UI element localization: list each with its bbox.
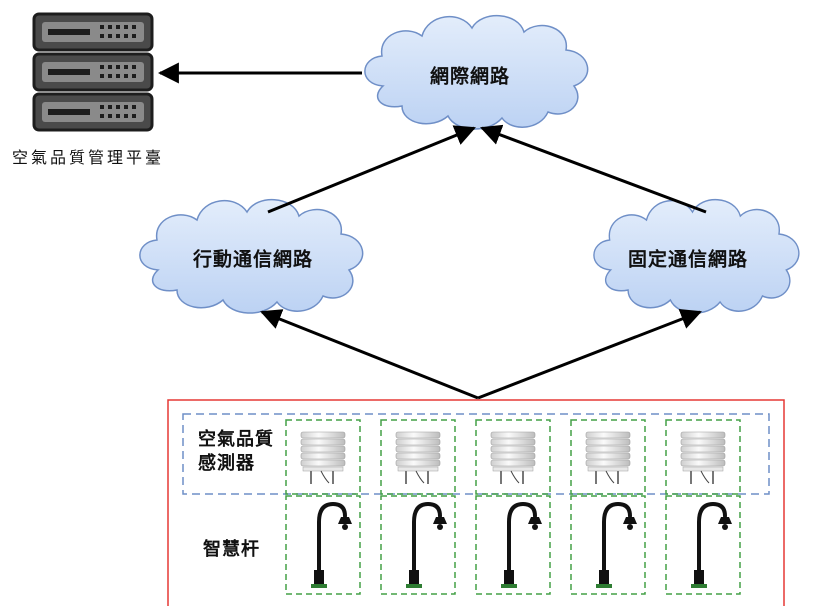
arrow-fixed-to-internet [480,124,707,214]
sensor-pole-unit [570,419,646,595]
air-quality-sensor-icon [585,431,631,484]
arrow-mobile-to-internet [267,125,476,214]
sensor-pole-unit [475,419,551,595]
sensor-label-line2: 感測器 [198,453,255,474]
sensor-label-line1: 空氣品質 [198,429,274,450]
sensor-pole-unit [665,419,741,595]
sensor-label: 空氣品質 感測器 [198,428,274,476]
sensor-pole-unit [285,419,361,595]
air-quality-sensor-icon [680,431,726,484]
internet-cloud-label: 網際網路 [429,65,511,88]
arrow-field-to-fixed [477,309,702,400]
sensor-pole-unit [380,419,456,595]
air-quality-sensor-icon [490,431,536,484]
smart-pole-icon [311,501,352,588]
smart-pole-icon [406,501,447,588]
internet-cloud [364,14,589,130]
mobile-network-cloud [139,198,364,314]
air-quality-sensor-icon [300,431,346,484]
smart-pole-icon [691,501,732,588]
smart-pole-icon [596,501,637,588]
fixed-network-cloud [593,198,800,314]
smart-pole-label: 智慧杆 [203,539,260,560]
platform-label: 空氣品質管理平臺 [12,148,165,167]
field-deployment-box [167,399,785,610]
sensor-pole-units [285,419,741,595]
fixed-network-label: 固定通信網路 [627,248,749,271]
sensor-group-box [182,413,770,495]
air-quality-sensor-icon [395,431,441,484]
arrow-field-to-mobile [260,309,479,400]
mobile-network-label: 行動通信網路 [192,248,314,271]
smart-pole-icon [501,501,542,588]
server-rack-icon [32,12,154,132]
